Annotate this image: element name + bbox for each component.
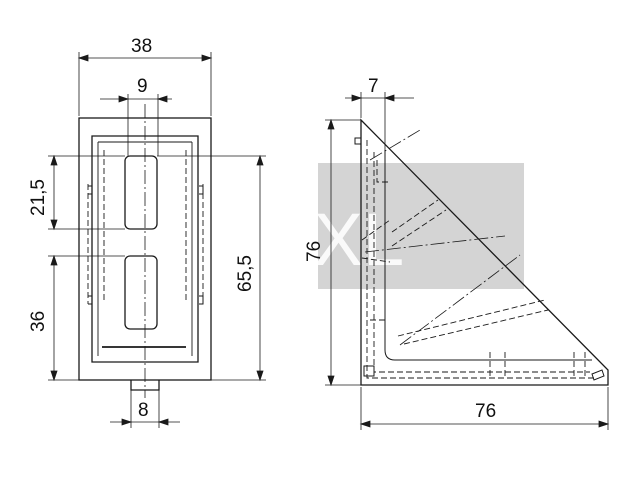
side-dimensions — [325, 92, 610, 430]
dim-base-length: 76 — [475, 401, 496, 422]
dim-side-height: 76 — [304, 241, 325, 262]
front-view — [78, 104, 212, 398]
front-dimensions — [48, 52, 266, 428]
dim-wall-thickness: 7 — [368, 76, 379, 97]
side-dimension-labels: 7 76 76 — [304, 76, 496, 422]
watermark: TechXXL — [108, 163, 524, 289]
front-hidden-lines — [87, 150, 204, 304]
front-inner-recess — [91, 135, 199, 363]
front-dimension-labels: 38 9 21,5 36 65,5 8 — [28, 36, 256, 421]
side-outer-outline — [360, 118, 609, 386]
dim-slot-width: 9 — [137, 76, 148, 97]
side-center-lines — [364, 129, 521, 346]
watermark-box — [318, 163, 524, 289]
lower-slot — [124, 255, 158, 330]
dim-lower-offset: 36 — [28, 311, 49, 332]
dim-overall-width: 38 — [131, 36, 152, 57]
side-wall-lines — [384, 150, 592, 361]
upper-slot — [124, 155, 158, 230]
dim-bottom-key-width: 8 — [138, 400, 149, 421]
side-details — [354, 137, 605, 381]
dim-overall-height: 65,5 — [235, 255, 256, 292]
side-view — [354, 118, 609, 386]
watermark-text: TechXXL — [108, 198, 404, 281]
front-side-tabs — [88, 185, 204, 305]
dim-upper-offset: 21,5 — [28, 179, 49, 216]
front-inner-step — [97, 141, 193, 356]
